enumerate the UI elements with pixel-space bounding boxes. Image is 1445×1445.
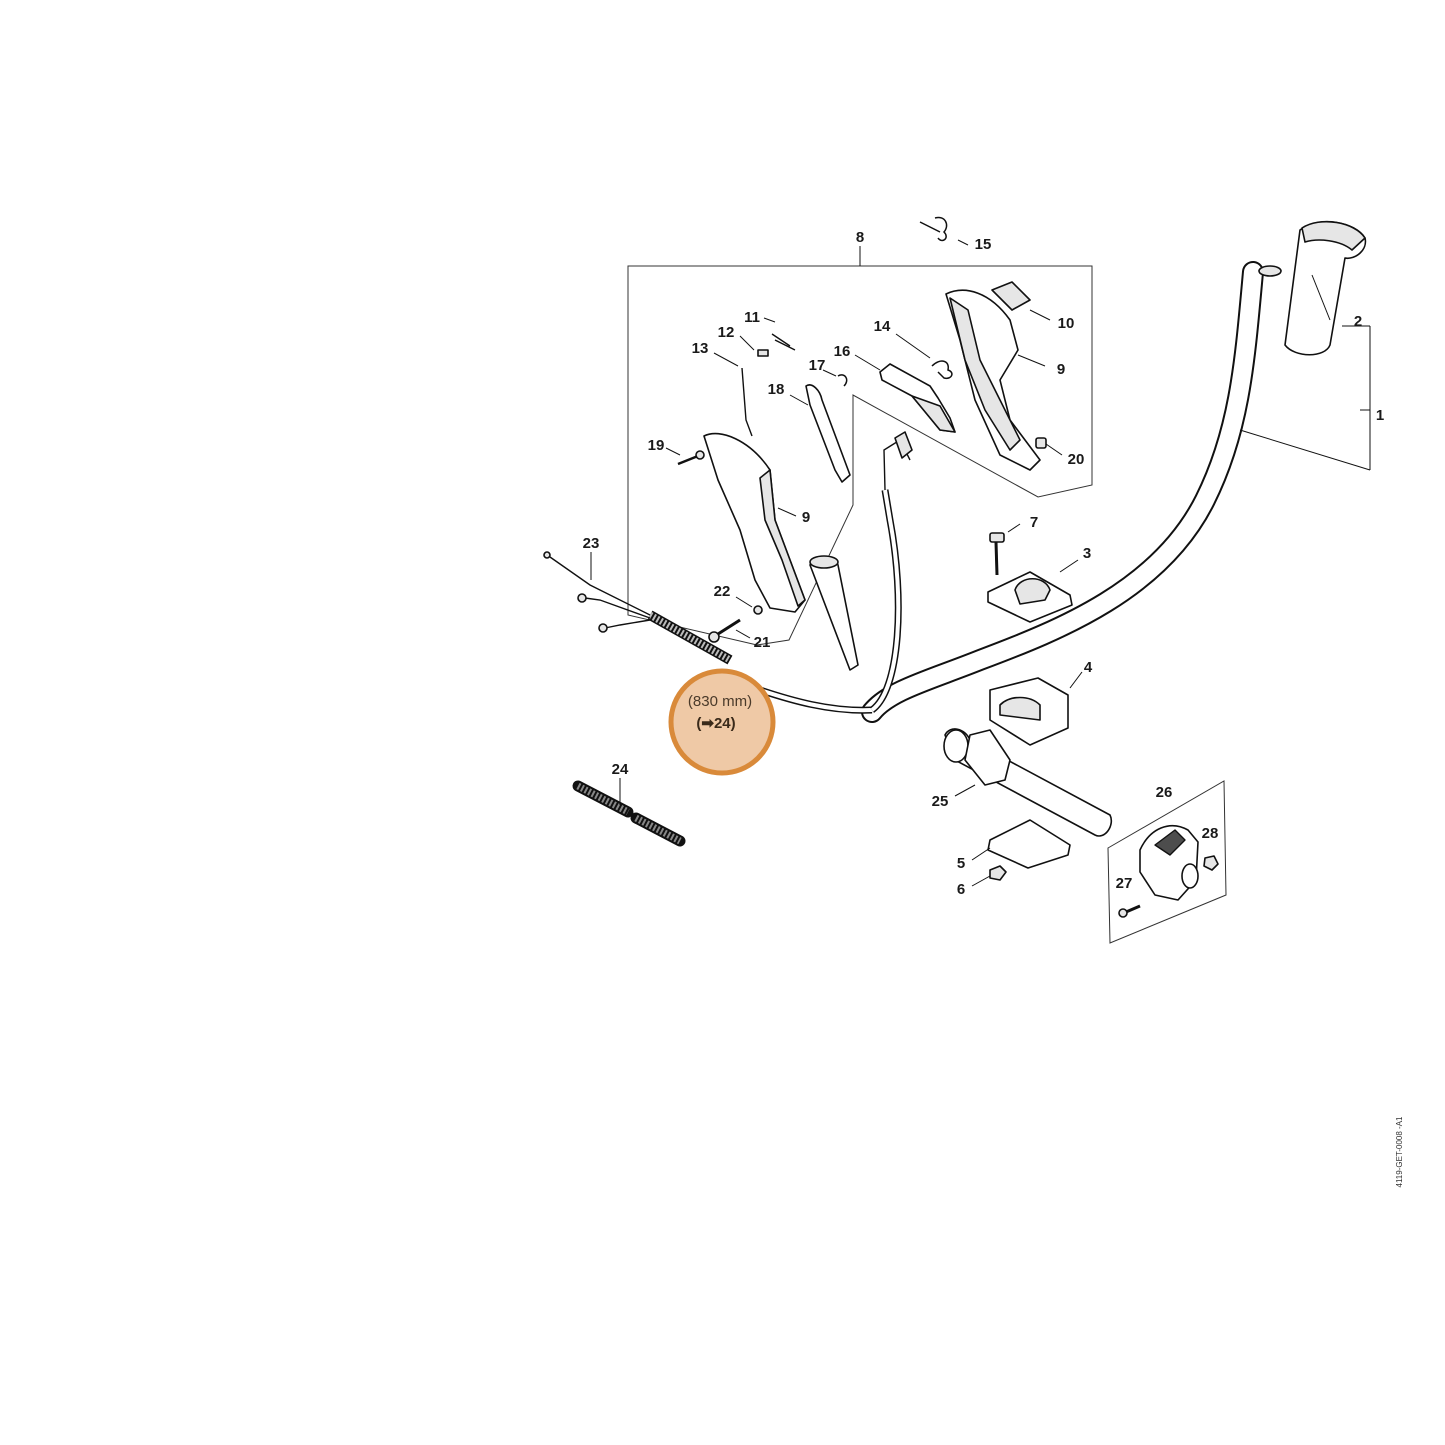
clamp-lower[interactable] <box>989 677 1069 746</box>
label-part-24: 24 <box>612 761 629 778</box>
clamp-upper[interactable] <box>987 571 1073 623</box>
wire-13[interactable] <box>741 367 753 437</box>
label-part-12: 12 <box>718 324 735 341</box>
label-part-2: 2 <box>1354 313 1362 330</box>
screw-27[interactable] <box>1118 904 1141 918</box>
label-part-10: 10 <box>1058 315 1075 332</box>
document-id: 4119-GET-0008 -A1 <box>1395 1116 1404 1188</box>
label-part-26: 26 <box>1156 784 1173 801</box>
label-part-8: 8 <box>856 229 864 246</box>
label-part-16: 16 <box>834 343 851 360</box>
spacer-25[interactable] <box>964 729 1011 786</box>
screw-19[interactable] <box>677 450 705 466</box>
screw-7[interactable] <box>989 532 1005 576</box>
label-part-11: 11 <box>744 309 760 326</box>
label-part-15: 15 <box>975 236 992 253</box>
handle-grip[interactable] <box>1284 220 1367 356</box>
label-part-13: 13 <box>692 340 709 357</box>
label-part-27: 27 <box>1116 875 1133 892</box>
control-handle-housing-right[interactable] <box>945 289 1041 471</box>
interlock-lever[interactable] <box>805 384 851 483</box>
throttle-trigger[interactable] <box>879 363 956 433</box>
label-part-1: 1 <box>1376 407 1384 424</box>
leader-lines <box>590 239 1371 887</box>
label-part-19: 19 <box>648 437 665 454</box>
label-part-17: 17 <box>809 357 826 374</box>
spring-11[interactable] <box>771 333 796 351</box>
label-part-4: 4 <box>1084 659 1093 676</box>
label-part-28: 28 <box>1202 825 1219 842</box>
throttle-cable[interactable] <box>543 431 913 714</box>
highlight-callout[interactable]: (830 mm) (➡24) <box>668 668 776 776</box>
nut-28[interactable] <box>1203 855 1219 871</box>
callout-ref: (➡24) <box>696 715 735 732</box>
clamp-5[interactable] <box>987 819 1071 869</box>
label-part-9-right: 9 <box>1057 361 1065 378</box>
label-part-25: 25 <box>932 793 949 810</box>
label-part-20: 20 <box>1068 451 1085 468</box>
nut-6[interactable] <box>989 865 1007 881</box>
label-part-3: 3 <box>1083 545 1091 562</box>
drive-tube-stub[interactable] <box>809 555 859 671</box>
label-part-7: 7 <box>1030 514 1038 531</box>
handlebar-tube[interactable] <box>861 261 1282 723</box>
nut-22[interactable] <box>753 605 763 615</box>
nut-20[interactable] <box>1035 437 1047 449</box>
spring-15[interactable] <box>919 216 948 242</box>
handle-clamp-26[interactable] <box>1139 825 1199 901</box>
label-part-23: 23 <box>583 535 600 552</box>
part-labels: 1 2 3 4 5 6 7 8 9 9 10 11 12 13 14 15 16… <box>583 229 1385 898</box>
label-part-22: 22 <box>714 583 731 600</box>
label-part-18: 18 <box>768 381 785 398</box>
label-part-6: 6 <box>957 881 965 898</box>
label-part-14: 14 <box>874 318 891 335</box>
spring-14[interactable] <box>931 360 953 380</box>
control-handle-housing-left[interactable] <box>703 432 806 613</box>
label-part-5: 5 <box>957 855 965 872</box>
assembly-frame-8 <box>627 265 1093 646</box>
screw-21[interactable] <box>708 618 741 643</box>
screw-12[interactable] <box>757 349 769 357</box>
label-part-9-left: 9 <box>802 509 810 526</box>
stop-switch[interactable] <box>991 281 1031 311</box>
assembly-frame-26 <box>1107 780 1227 944</box>
label-part-21: 21 <box>754 634 771 651</box>
callout-length: (830 mm) <box>688 693 752 710</box>
spring-17[interactable] <box>837 374 848 387</box>
protective-sleeve[interactable] <box>572 780 686 847</box>
